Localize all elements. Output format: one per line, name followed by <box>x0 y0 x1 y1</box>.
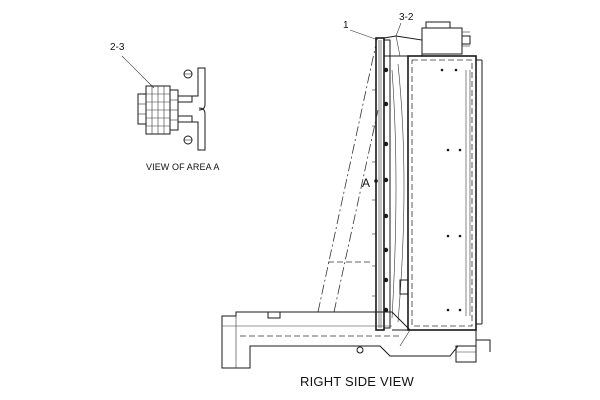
detail-view-caption: VIEW OF AREA A <box>146 162 220 172</box>
callout-main-part-2: 3-2 <box>399 12 414 23</box>
main-view-caption: RIGHT SIDE VIEW <box>300 374 414 389</box>
area-marker-a: A <box>362 176 371 190</box>
callout-main-part-1: 1 <box>343 20 349 31</box>
callout-detail-part: 2-3 <box>110 42 125 53</box>
detail-view-area-a <box>121 55 206 151</box>
right-side-view <box>221 21 491 369</box>
